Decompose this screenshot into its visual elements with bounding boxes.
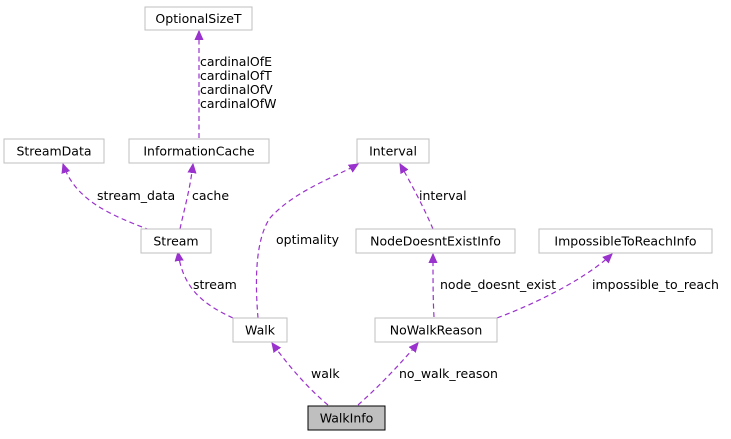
edge-optimality — [255, 164, 358, 319]
edge-node-doesnt-exist — [433, 254, 434, 318]
node-label: NodeDoesntExistInfo — [370, 234, 501, 249]
edge-label-cache: cache — [192, 188, 229, 203]
edge-label-cardinal-v: cardinalOfV — [200, 82, 273, 97]
node-interval[interactable]: Interval — [356, 138, 430, 164]
node-node-doesnt-exist-info[interactable]: NodeDoesntExistInfo — [355, 228, 516, 254]
node-label: Walk — [245, 323, 276, 338]
edge-no-walk-reason — [357, 343, 418, 406]
edge-label-cardinal-w: cardinalOfW — [200, 96, 277, 111]
node-label: WalkInfo — [320, 411, 374, 426]
node-information-cache[interactable]: InformationCache — [128, 138, 270, 164]
edge-label-node-doesnt-exist: node_doesnt_exist — [440, 277, 556, 292]
edge-label-cardinal-t: cardinalOfT — [200, 68, 272, 83]
edge-label-walk: walk — [311, 366, 340, 381]
node-walk[interactable]: Walk — [232, 317, 288, 343]
edge-label-interval: interval — [419, 188, 467, 203]
node-optional-size-t[interactable]: OptionalSizeT — [144, 6, 253, 31]
node-label: Stream — [153, 234, 198, 249]
node-stream-data[interactable]: StreamData — [3, 138, 105, 164]
node-impossible-to-reach-info[interactable]: ImpossibleToReachInfo — [538, 228, 713, 254]
edge-label-stream-data: stream_data — [97, 188, 175, 203]
node-walk-info[interactable]: WalkInfo — [307, 405, 386, 431]
node-label: StreamData — [16, 144, 91, 159]
edge-label-stream: stream — [193, 277, 237, 292]
node-label: InformationCache — [143, 144, 255, 159]
node-stream[interactable]: Stream — [140, 228, 212, 254]
edge-label-optimality: optimality — [276, 232, 340, 247]
edge-stream — [178, 252, 234, 319]
node-label: OptionalSizeT — [155, 11, 242, 26]
edge-label-impossible-to-reach: impossible_to_reach — [592, 277, 719, 292]
edge-label-cardinal-e: cardinalOfE — [200, 54, 272, 69]
node-label: ImpossibleToReachInfo — [554, 234, 696, 249]
node-no-walk-reason[interactable]: NoWalkReason — [374, 317, 498, 343]
edge-stream-data — [63, 164, 151, 231]
edge-label-no-walk-reason: no_walk_reason — [399, 366, 498, 381]
node-label: Interval — [369, 144, 417, 159]
edge-interval — [400, 164, 434, 230]
edge-impossible-to-reach — [496, 254, 612, 319]
node-label: NoWalkReason — [390, 323, 483, 338]
